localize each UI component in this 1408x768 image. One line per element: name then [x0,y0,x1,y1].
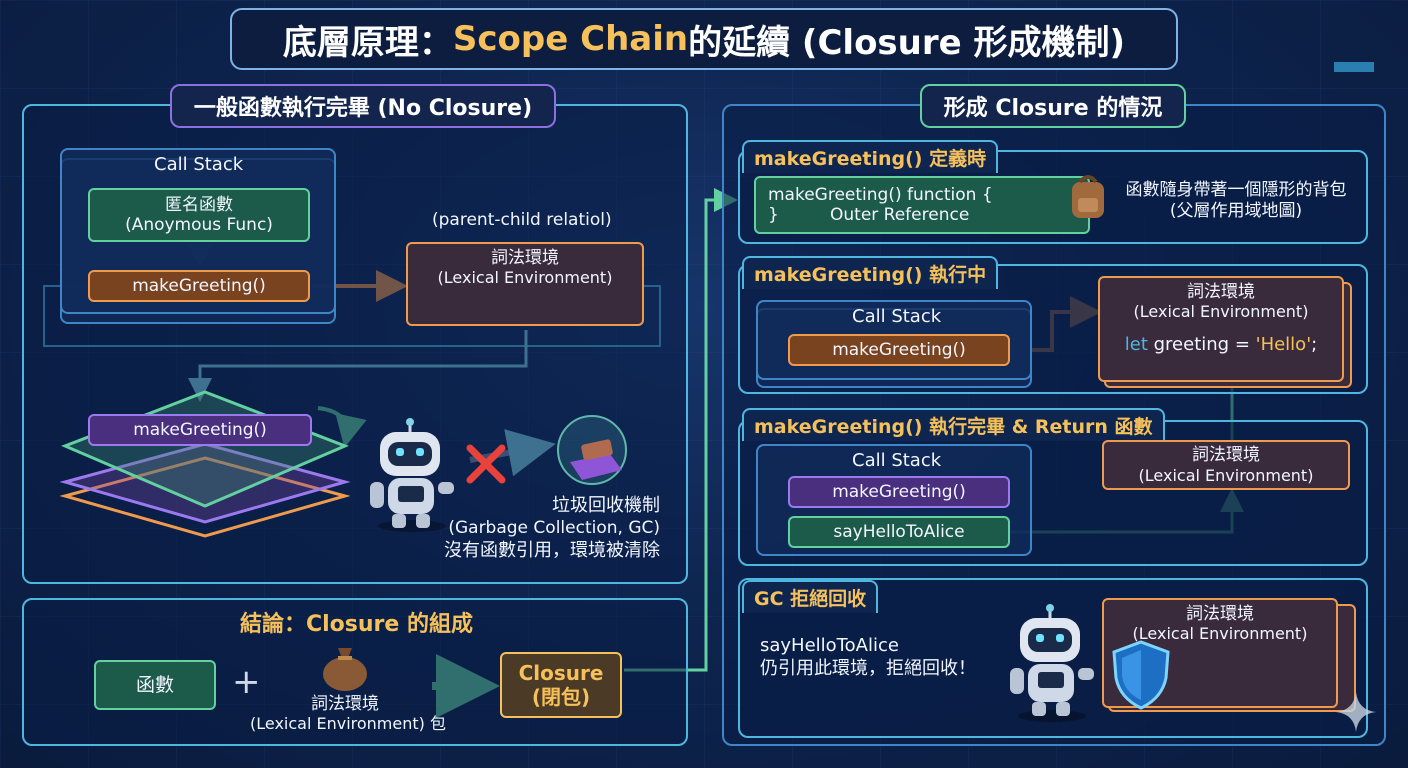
left-lex-env-box: 詞法環境 (Lexical Environment) [406,242,644,326]
stack-make-greeting-box: makeGreeting() [88,414,312,446]
anon-func-line2: (Anoymous Func) [125,215,273,235]
s3-lex-line2: (Lexical Environment) [1138,465,1314,485]
right-panel-header: 形成 Closure 的情況 [920,84,1186,128]
decorative-bar [1334,62,1374,72]
s3-lex-env-box: 詞法環境 (Lexical Environment) [1102,440,1350,490]
left-make-greeting-box: makeGreeting() [88,270,310,302]
s2-lex-line1: 詞法環境 [1187,282,1255,302]
bag-line1: 詞法環境 [311,694,379,714]
anon-func-line1: 匿名函數 [165,194,233,215]
backpack-icon [1062,170,1112,226]
left-call-stack-label: Call Stack [154,154,244,175]
closure-line2: (閉包) [531,685,591,709]
closure-line1: Closure [518,661,604,685]
backpack-note-line2: (父層作用域地圖) [1169,201,1303,222]
section-gc-refused-label: GC 拒絕回收 [742,580,879,613]
title-prefix: 底層原理： [282,22,453,63]
title-suffix: 的延續 (Closure 形成機制) [688,22,1126,63]
section-returned-label: makeGreeting() 執行完畢 & Return 函數 [742,408,1165,441]
conclusion-func-box: 函數 [94,660,216,710]
robot-icon [1002,604,1102,724]
s4-lex-line2: (Lexical Environment) [1132,624,1308,644]
s2-lex-env-box: 詞法環境 (Lexical Environment) let greeting … [1098,276,1344,382]
shield-icon [1110,638,1172,714]
backpack-note: 函數隨身帶著一個隱形的背包 (父層作用域地圖) [1116,180,1356,223]
robot-icon [362,418,462,534]
gc-line2: (Garbage Collection, GC) [448,518,660,539]
gc-refused-line1: sayHelloToAlice [760,635,899,656]
s2-code-line: let greeting = 'Hello'; [1125,334,1317,356]
stack-layers-graphic [60,390,350,538]
conclusion-bag-text: 詞法環境 (Lexical Environment) 包 [250,694,446,734]
gc-refused-line2: 仍引用此環境，拒絕回收！ [760,658,976,680]
gc-text: 垃圾回收機制 (Garbage Collection, GC) 沒有函數引用，環… [420,494,660,563]
bag-line2: (Lexical Environment) 包 [250,714,446,734]
closure-result-box: Closure (閉包) [500,652,622,718]
trash-bin-icon [556,414,628,492]
outer-reference-label: Outer Reference [830,205,970,225]
left-panel-header: 一般函數執行完畢 (No Closure) [170,84,556,128]
anon-func-box: 匿名函數 (Anoymous Func) [88,188,310,242]
cross-mark-icon [466,444,506,488]
s3-say-hello-box: sayHelloToAlice [788,516,1010,548]
relation-label: (parent-child relatiol) [432,210,612,230]
s2-call-stack-label: Call Stack [852,306,942,327]
s3-lex-line1: 詞法環境 [1192,445,1260,466]
gc-line3: 沒有函數引用，環境被清除 [444,540,660,562]
code-box-defined: makeGreeting() function { } [754,176,1090,234]
s2-make-greeting-box: makeGreeting() [788,334,1010,366]
s3-call-stack-label: Call Stack [852,450,942,471]
page-title: 底層原理：Scope Chain 的延續 (Closure 形成機制) [230,8,1178,70]
code-defined-line1: makeGreeting() function { [768,184,993,205]
code-keyword: let [1124,333,1148,355]
s3-make-greeting-box: makeGreeting() [788,476,1010,508]
s4-lex-line1: 詞法環境 [1186,604,1254,624]
plus-sign: + [232,662,261,702]
section-defined-label: makeGreeting() 定義時 [742,140,999,173]
money-bag-icon [320,640,370,696]
conclusion-header: 結論：Closure 的組成 [240,612,473,637]
left-lex-line2: (Lexical Environment) [437,268,613,288]
code-defined-brace: } [768,205,779,225]
code-end: ; [1311,333,1318,355]
gc-line1: 垃圾回收機制 [552,495,660,516]
backpack-note-line1: 函數隨身帶著一個隱形的背包 [1125,180,1347,200]
title-highlight: Scope Chain [452,19,689,59]
section-executing-label: makeGreeting() 執行中 [742,256,999,289]
gc-refused-note: sayHelloToAlice 仍引用此環境，拒絕回收！ [760,634,976,681]
s2-lex-line2: (Lexical Environment) [1133,302,1309,322]
left-lex-line1: 詞法環境 [491,248,559,268]
code-string: 'Hello' [1255,333,1312,355]
code-var: greeting = [1147,333,1256,355]
sparkle-icon [1334,690,1378,738]
